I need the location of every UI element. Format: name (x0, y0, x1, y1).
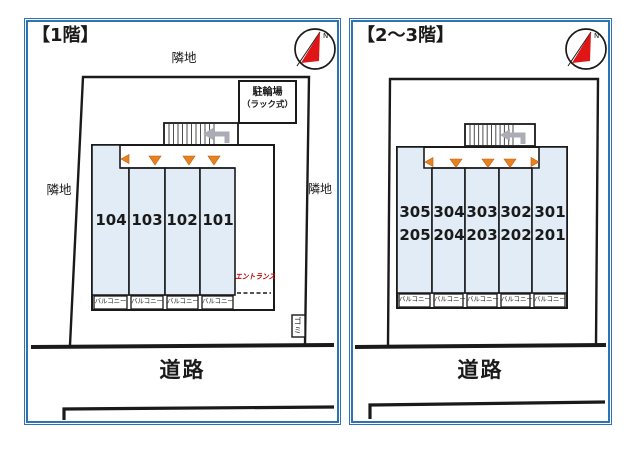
stair-direction-arrow-icon (212, 131, 230, 143)
balcony-box (166, 295, 199, 310)
balcony-box (130, 295, 164, 310)
balcony-box (533, 293, 566, 308)
bicycle-parking-label-line1: 駐輪場 (252, 87, 283, 98)
unit-cell-103 (128, 167, 166, 296)
floor23-title: 【2～3階】 (357, 25, 455, 46)
corridor-arrow-right-icon (530, 156, 540, 168)
balcony-box (433, 293, 464, 308)
door-arrow-icon (207, 155, 221, 166)
corridor-arrow-left-icon (424, 156, 434, 168)
road-label: 道路 (159, 358, 206, 382)
compass-north-label: N (323, 32, 328, 40)
door-arrow-icon (148, 155, 162, 166)
balcony-label: バルコニー (167, 297, 199, 305)
unit-label-205: 205 (399, 226, 431, 244)
unit-label-202: 202 (500, 226, 532, 244)
balcony-box (93, 295, 128, 310)
unit-label-201: 201 (534, 226, 566, 244)
stair-arrow-head-icon (500, 129, 510, 141)
balcony-box (201, 295, 234, 310)
unit-cell-102 (164, 167, 201, 296)
site-boundary-line (386, 77, 600, 346)
garbage-label: ゴミ (293, 317, 303, 335)
balcony-box (500, 293, 531, 308)
balcony-box (398, 293, 431, 308)
adjacent-land-label-left: 隣地 (46, 182, 72, 197)
unit-label-101: 101 (202, 211, 234, 229)
adjacent-land-label-top: 隣地 (171, 50, 197, 65)
road-boundary-line (30, 343, 335, 349)
corridor-arrow-left-icon (120, 153, 130, 165)
door-arrow-icon (449, 158, 463, 169)
unit-label-303: 303 (466, 203, 498, 221)
unit-label-304: 304 (433, 203, 465, 221)
road-far-edge-line (62, 405, 335, 420)
road-boundary-line (354, 343, 607, 349)
road-label: 道路 (457, 358, 504, 382)
door-arrow-icon (481, 158, 495, 169)
balcony-box (466, 293, 498, 308)
balcony-label: バルコニー (534, 295, 566, 303)
unit-cell-304-204 (431, 167, 466, 294)
unit-label-301: 301 (534, 203, 566, 221)
balcony-label: バルコニー (202, 297, 234, 305)
entrance-label: エントランス (235, 272, 276, 281)
unit-label-204: 204 (433, 226, 465, 244)
bicycle-parking-label-line2: （ラック式） (241, 100, 293, 110)
adjacent-land-label-right: 隣地 (307, 182, 332, 196)
road-far-edge-line (368, 400, 606, 419)
balcony-label: バルコニー (131, 297, 163, 305)
balcony-label: バルコニー (399, 295, 431, 303)
garbage-box (291, 314, 306, 338)
bicycle-parking-box (238, 80, 297, 124)
stair-direction-arrow-icon (509, 132, 526, 144)
door-arrow-icon (503, 158, 517, 169)
floor1-plan-drawing: N (30, 28, 336, 420)
balcony-label: バルコニー (434, 295, 466, 303)
floor23-panel: N 【2～3階】 305 304 303 302 301 205 204 203… (349, 18, 612, 425)
unit-label-104: 104 (95, 211, 127, 229)
door-arrow-icon (182, 155, 196, 166)
balcony-label: バルコニー (501, 295, 533, 303)
stair-arrow-head-icon (203, 128, 213, 140)
compass-icon: N (294, 28, 336, 70)
unit-cell-101 (199, 167, 236, 296)
floor1-title: 【1階】 (32, 25, 99, 46)
balcony-label: バルコニー (467, 295, 499, 303)
unit-cell-301-201 (531, 146, 568, 294)
floor1-panel: N 【1階】 隣地 隣地 隣地 駐輪場 （ラック式） 104 103 102 1… (24, 18, 341, 425)
unit-label-103: 103 (131, 211, 163, 229)
compass-north-label: N (594, 32, 599, 40)
balcony-label: バルコニー (94, 297, 127, 305)
compass-icon: N (565, 28, 607, 70)
unit-label-302: 302 (500, 203, 532, 221)
unit-label-203: 203 (466, 226, 498, 244)
unit-label-102: 102 (166, 211, 198, 229)
floor23-plan-drawing: N (354, 28, 607, 419)
unit-label-305: 305 (399, 203, 431, 221)
site-boundary-line (68, 75, 311, 346)
